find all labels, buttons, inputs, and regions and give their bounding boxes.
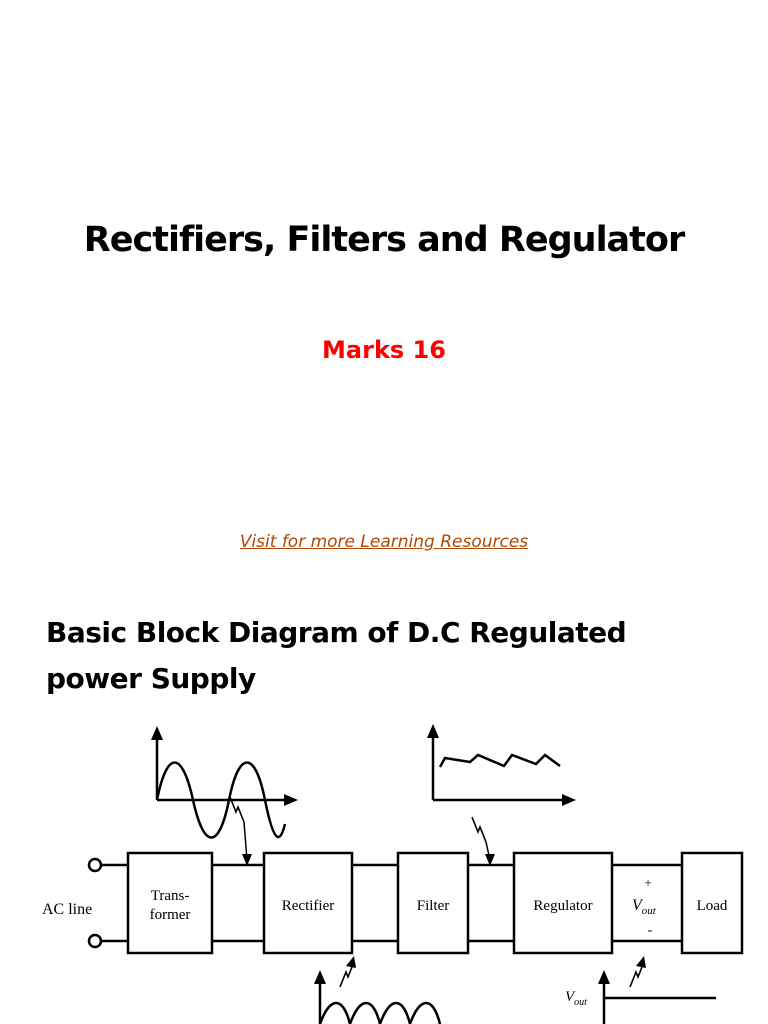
marks-subtitle: Marks 16 [322,336,446,364]
regulator-block [512,851,614,955]
diagram-heading: Basic Block Diagram of D.C Regulated pow… [46,610,746,702]
transformer-block [126,851,214,955]
block-diagram: AC line Trans- former Rectifier Filter R… [42,724,744,1024]
arrowhead [346,956,356,968]
arrowhead [562,794,576,806]
arrowhead [427,724,439,738]
ripple-waveform-graph [431,730,570,802]
vout-symbol: V [632,897,644,914]
output-minus-label: - [648,923,653,938]
regulator-label: Regulator [533,898,592,914]
slide-title: Rectifiers, Filters and Regulator [83,220,685,260]
output-plus-label: + [644,875,651,890]
transformer-label-line1: Trans- [151,888,190,904]
arrowhead [636,956,646,968]
arrowhead [314,970,326,984]
filter-label: Filter [417,898,450,914]
vout-label: Vout [632,897,657,917]
rectified-waveform-graph [318,976,442,1024]
input-terminal-bottom [87,933,103,949]
pointer-3 [339,961,355,988]
vout-waveform-symbol: V [565,989,576,1005]
rectifier-label: Rectifier [282,898,334,914]
arrowhead [242,854,252,866]
arrowhead [598,970,610,984]
load-label: Load [697,898,728,914]
arrowhead [151,726,163,740]
rectifier-block [262,851,354,955]
pointer-4 [629,961,645,988]
vout-waveform-subscript: out [574,997,587,1008]
pointer-1 [229,796,245,823]
pointer-2 [471,816,487,843]
vout-waveform-graph [602,976,716,1024]
learning-resources-link[interactable]: Visit for more Learning Resources [239,532,529,552]
sine-waveform-graph [155,732,292,839]
transformer-label-line2: former [150,907,191,923]
load-block [680,851,744,955]
ac-line-label: AC line [42,901,92,918]
filter-block [396,851,470,955]
arrowhead [485,854,495,866]
diagram-heading-line-2: power Supply [46,662,256,695]
arrowhead [284,794,298,806]
vout-waveform-label: Vout [565,989,587,1008]
input-terminal-top [87,857,103,873]
diagram-heading-line-1: Basic Block Diagram of D.C Regulated [46,616,627,649]
vout-subscript: out [642,905,657,917]
